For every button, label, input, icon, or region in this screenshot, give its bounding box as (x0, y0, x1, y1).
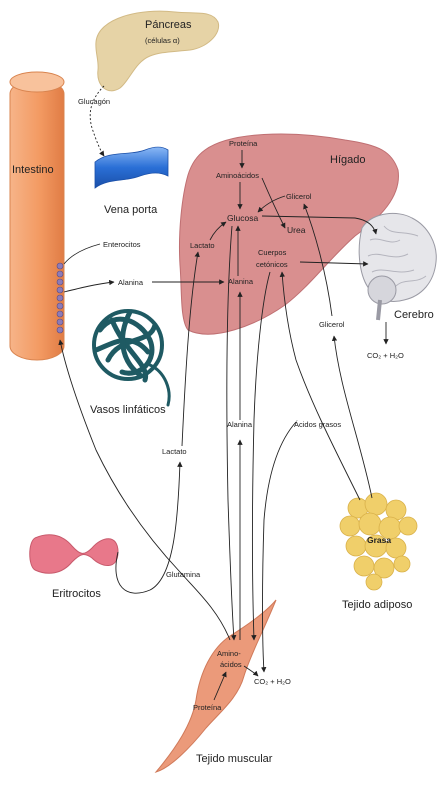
ketones-to-muscle-arrow (253, 272, 271, 640)
alanine-muscle-label: Alanina (227, 420, 253, 429)
co2-brain-label: CO₂ + H₂O (367, 351, 404, 360)
intestine-label: Intestino (12, 164, 54, 176)
liver-label: Hígado (330, 154, 365, 166)
brain: Cerebro (359, 213, 436, 321)
glycerol-blood-label: Glicerol (319, 320, 345, 329)
pancreas-cells-label: (células α) (145, 36, 180, 45)
ketone-bodies-label-2: cetónicos (256, 260, 288, 269)
glucagon-label: Glucagón (78, 97, 110, 106)
gut-to-alanine-arrow (64, 282, 114, 292)
fatty-acids-to-ketones-arrow (282, 272, 360, 500)
alanine-liver-label: Alanina (228, 277, 254, 286)
glutamine-label: Glutamina (166, 570, 201, 579)
liver-aminoacids-label: Aminoácidos (216, 171, 259, 180)
muscle-aminoacids-label-2: ácidos (220, 660, 242, 669)
fatty-acids-label: Ácidos grasos (294, 420, 341, 429)
erythrocytes-label: Eritrocitos (52, 588, 101, 600)
muscle-protein-label: Proteína (193, 703, 222, 712)
portal-vein-label: Vena porta (104, 204, 158, 216)
lactate-blood-label: Lactato (162, 447, 187, 456)
fatty-acids-to-muscle-arrow (263, 422, 297, 672)
erythrocytes: Eritrocitos (30, 535, 118, 600)
ketone-bodies-label-1: Cuerpos (258, 248, 287, 257)
glycerol-liver-label: Glicerol (286, 192, 312, 201)
adipose-label: Tejido adiposo (342, 599, 412, 611)
lymph-label: Vasos linfáticos (90, 404, 166, 416)
lymphatic-vessels: Vasos linfáticos (90, 311, 169, 416)
pancreas-label: Páncreas (145, 19, 192, 31)
alanine-gut-label: Alanina (118, 278, 144, 287)
urea-label: Urea (287, 225, 306, 235)
portal-vein: Vena porta (95, 147, 168, 216)
muscle-tissue: Tejido muscular (156, 600, 276, 772)
liver-protein-label: Proteína (229, 139, 258, 148)
pancreas: Páncreas (células α) (96, 11, 219, 91)
lactate-liver-label: Lactato (190, 241, 215, 250)
muscle-aminoacids-label-1: Amino- (217, 649, 241, 658)
adipose-to-glycerol-arrow (334, 336, 372, 498)
brain-label: Cerebro (394, 309, 434, 321)
co2-muscle-label: CO₂ + H₂O (254, 677, 291, 686)
glucose-label: Glucosa (227, 213, 258, 223)
muscle-label: Tejido muscular (196, 753, 273, 765)
fat-label: Grasa (367, 535, 391, 545)
enterocytes-label: Enterocitos (103, 240, 141, 249)
enterocyte-pointer (64, 244, 100, 264)
adipose-tissue: Grasa Tejido adiposo (340, 493, 417, 611)
enterocyte-cells (57, 263, 63, 333)
